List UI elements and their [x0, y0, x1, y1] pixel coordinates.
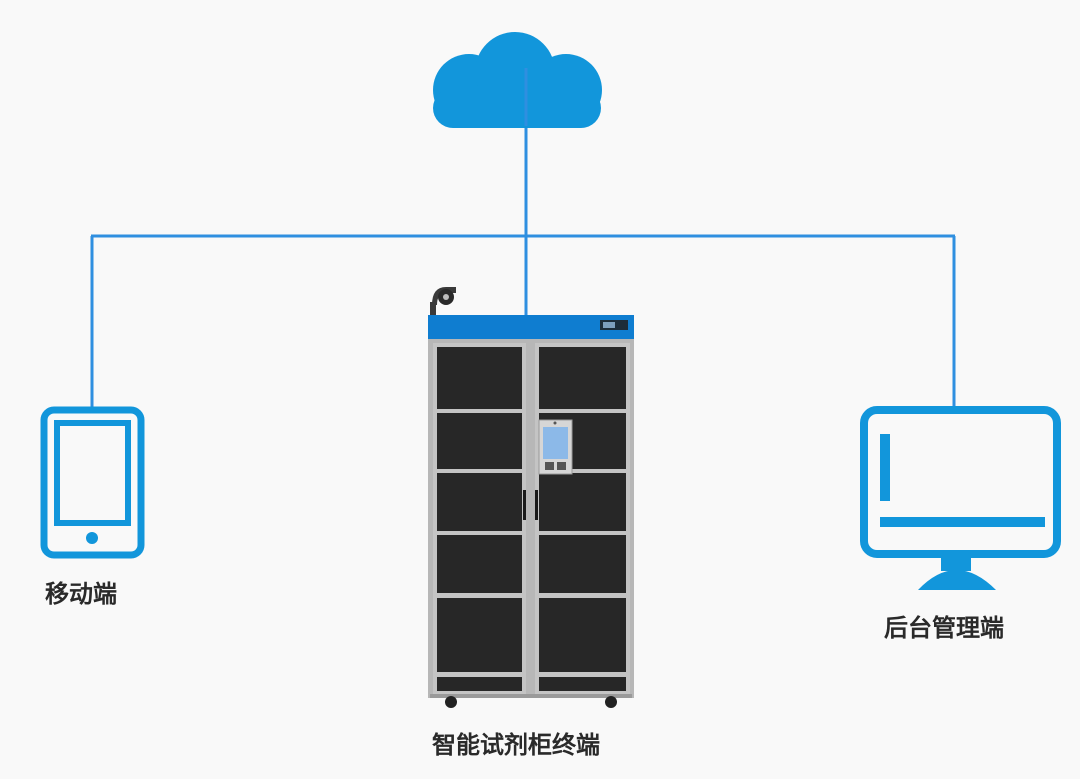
- desktop-monitor-icon: [860, 406, 1061, 590]
- reagent-cabinet-icon: [428, 315, 634, 708]
- admin-node-label: 后台管理端: [884, 614, 1004, 642]
- security-camera-icon: [430, 287, 456, 318]
- tablet-icon: [40, 406, 145, 559]
- connection-lines: [90, 68, 956, 410]
- cloud-icon: [433, 32, 602, 128]
- cabinet-node-label: 智能试剂柜终端: [432, 731, 600, 759]
- mobile-node-label: 移动端: [45, 580, 117, 608]
